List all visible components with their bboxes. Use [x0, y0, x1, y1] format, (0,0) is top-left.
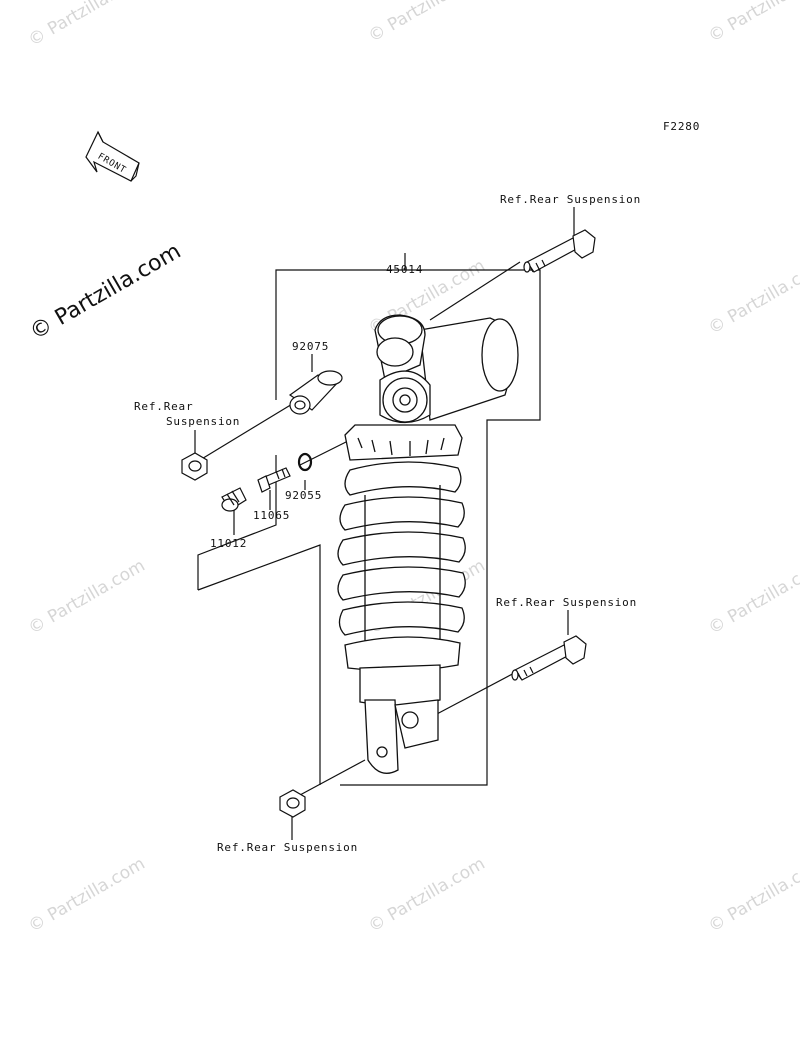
part-45014[interactable]: 45014	[386, 263, 424, 276]
part-92075[interactable]: 92075	[292, 340, 330, 353]
assembly-bracket	[275, 269, 525, 400]
front-arrow-icon	[85, 130, 140, 182]
upper-bolt	[523, 229, 596, 273]
shock-absorber	[337, 314, 519, 774]
assembly-bracket	[197, 544, 321, 785]
part-11012[interactable]: 11012	[210, 537, 248, 550]
ref-lower-nut[interactable]: Ref.Rear Suspension	[217, 841, 359, 854]
ref-lower-bolt[interactable]: Ref.Rear Suspension	[496, 596, 638, 609]
part-11065[interactable]: 11065	[253, 509, 291, 522]
ref-top-bolt[interactable]: Ref.Rear Suspension	[500, 193, 642, 206]
upper-nut	[181, 452, 208, 481]
ref-upper-nut-line1[interactable]: Ref.Rear	[134, 400, 194, 413]
lower-nut	[279, 789, 306, 818]
bushing	[288, 370, 343, 415]
ref-upper-nut-line2[interactable]: Suspension	[166, 415, 241, 428]
lower-bolt	[511, 635, 587, 681]
fitting	[257, 467, 291, 493]
cap	[221, 487, 247, 512]
assembly-bracket	[197, 455, 277, 590]
diagram-code: F2280	[663, 120, 701, 133]
part-92055[interactable]: 92055	[285, 489, 323, 502]
o-ring	[297, 452, 313, 472]
